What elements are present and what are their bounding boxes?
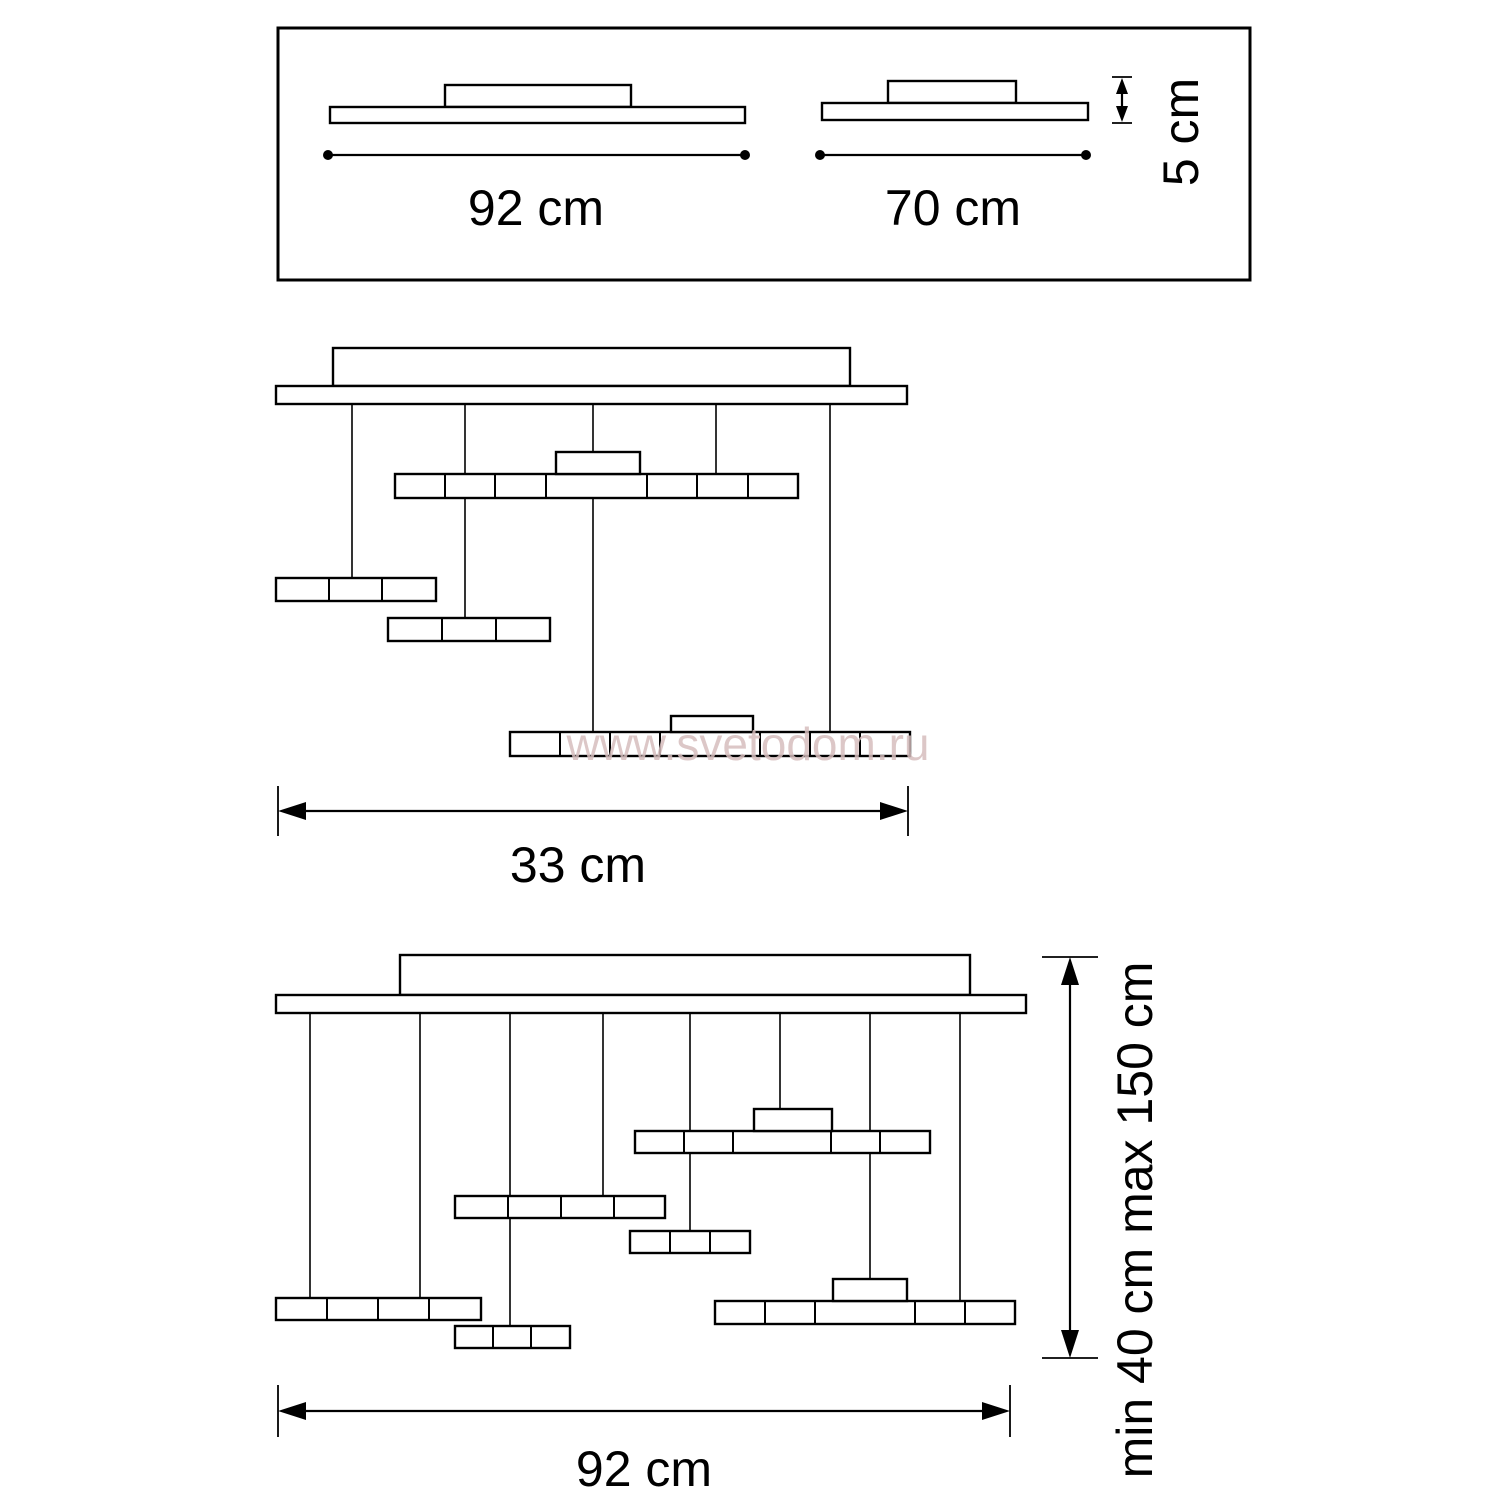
top-panel: 92 cm 70 cm 5 cm <box>276 26 1252 282</box>
dim-label-drop: min 40 cm max 150 cm <box>1107 962 1163 1479</box>
bar-connector-box <box>831 1277 909 1303</box>
light-bar-middle <box>453 1194 667 1220</box>
dim-dot-left <box>815 150 825 160</box>
arrowhead-right <box>880 802 908 820</box>
light-bar-upper <box>393 450 800 500</box>
suspension-wires <box>309 1013 961 1326</box>
dim-dot-left <box>323 150 333 160</box>
fixture-bar <box>328 105 747 125</box>
fixture-bar <box>820 101 1090 122</box>
dim-dot-right <box>1081 150 1091 160</box>
width-dimension-92cm: 92 cm <box>277 1385 1011 1497</box>
light-bar-bottom <box>508 714 912 758</box>
arrowhead-left <box>278 1402 306 1420</box>
arrowhead-down <box>1061 1330 1079 1358</box>
side-view-large-fixture: 92 cm <box>323 83 750 236</box>
bar-connector-box <box>669 714 755 734</box>
arrowhead-up <box>1061 957 1079 985</box>
light-bar-small-middle <box>628 1229 752 1255</box>
compact-pendant-view: 33 cm <box>274 346 912 893</box>
canopy <box>331 346 852 388</box>
light-bar-right-bottom <box>713 1277 1017 1326</box>
light-bar-left <box>274 576 438 603</box>
dim-label-92-top: 92 cm <box>468 180 604 236</box>
side-view-small-fixture: 70 cm <box>815 79 1091 236</box>
light-bar-small-lower-left <box>453 1324 572 1350</box>
width-dimension-33cm: 33 cm <box>277 786 909 893</box>
dim-label-92-bottom: 92 cm <box>576 1441 712 1497</box>
extended-pendant-view: min 40 cm max 150 cm 92 cm <box>274 953 1163 1497</box>
light-bar-right-upper <box>633 1107 932 1155</box>
canopy <box>398 953 972 997</box>
bar-connector-box <box>752 1107 834 1133</box>
watermark: www.svetodom.ru <box>565 718 929 770</box>
arrowhead-up <box>1116 78 1128 94</box>
arrowhead-left <box>278 802 306 820</box>
ceiling-plate <box>274 993 1028 1015</box>
arrowhead-right <box>982 1402 1010 1420</box>
arrowhead-down <box>1116 106 1128 122</box>
driver-box <box>443 83 633 109</box>
top-panel-border <box>276 26 1252 282</box>
dim-dot-right <box>740 150 750 160</box>
driver-box <box>886 79 1018 105</box>
light-bar-left-bottom <box>274 1296 483 1322</box>
dim-label-33: 33 cm <box>510 837 646 893</box>
height-dimension-5cm: 5 cm <box>1112 76 1209 186</box>
ceiling-plate <box>274 384 909 406</box>
drop-dimension: min 40 cm max 150 cm <box>1042 956 1163 1479</box>
dim-label-5: 5 cm <box>1153 78 1209 186</box>
dim-label-70: 70 cm <box>885 180 1021 236</box>
light-bar-second <box>386 616 552 643</box>
bar-connector-box <box>554 450 642 476</box>
